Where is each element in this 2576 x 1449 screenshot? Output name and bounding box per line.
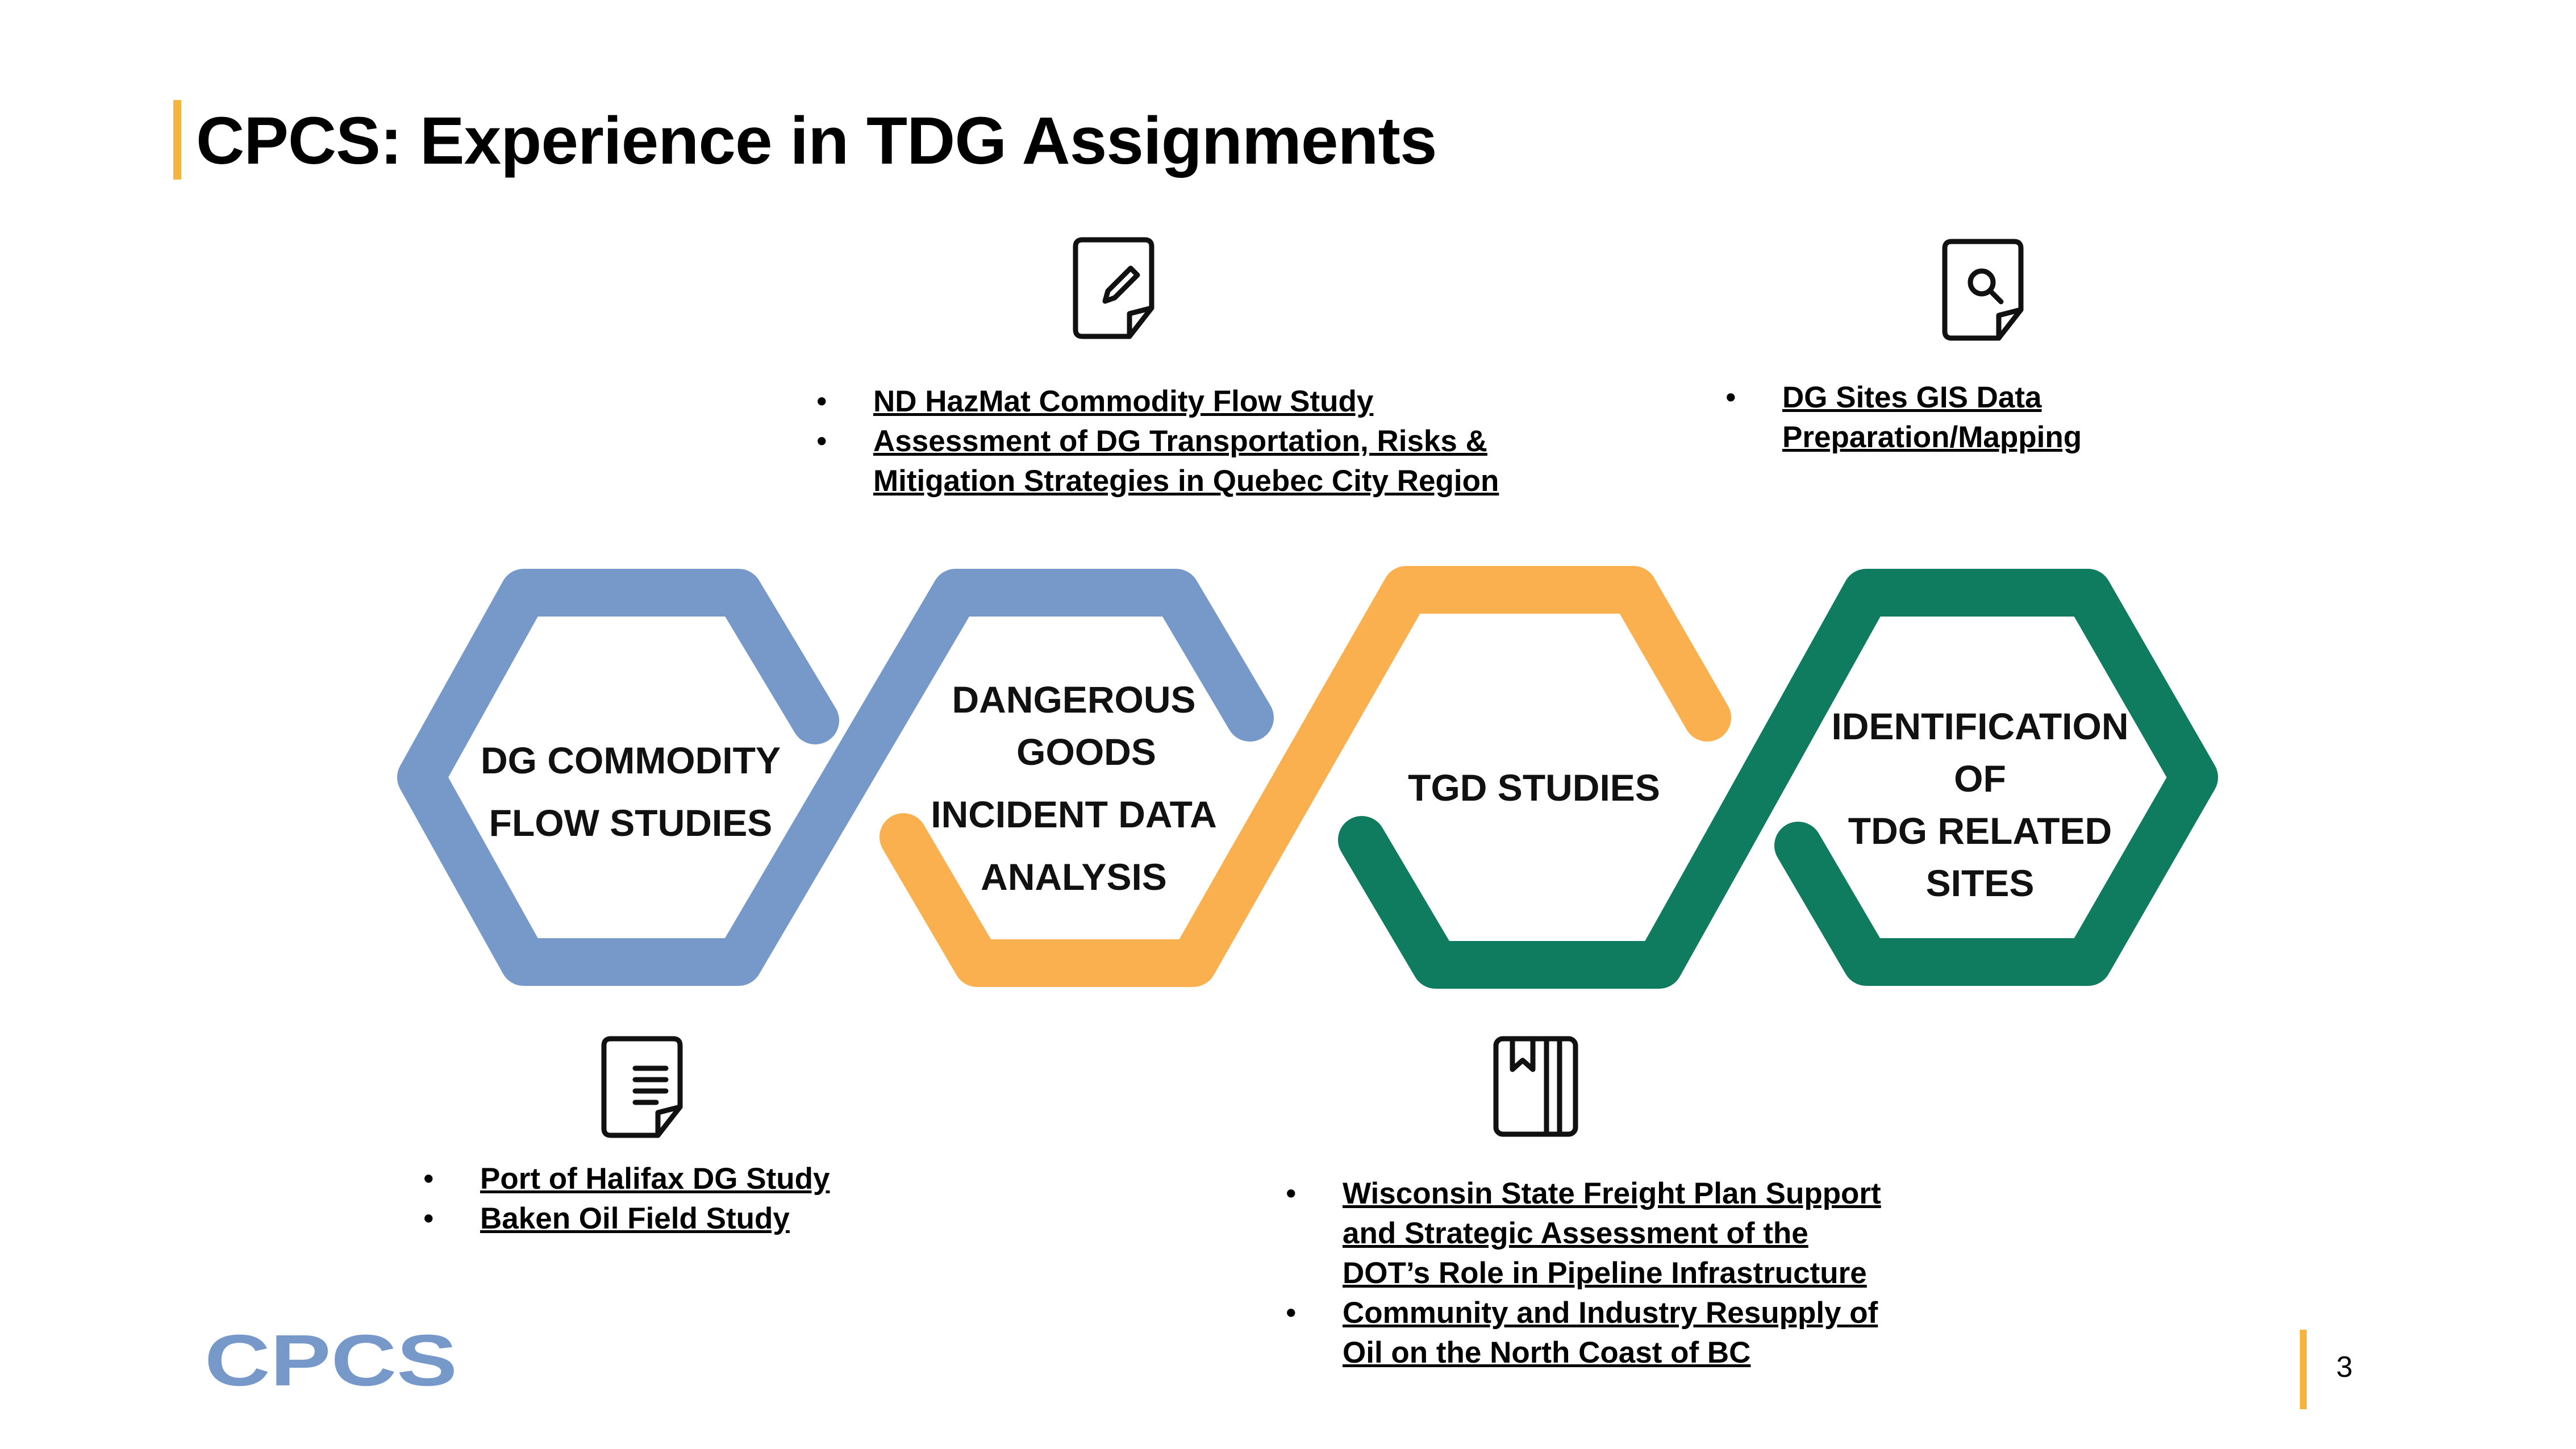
title-accent-bar <box>173 100 181 180</box>
hexagon-label-line: ANALYSIS <box>981 856 1167 898</box>
project-link[interactable]: Preparation/Mapping <box>1782 420 2082 454</box>
list-item: Wisconsin State Freight Plan Support and… <box>1286 1174 1881 1293</box>
list-item: Assessment of DG Transportation, Risks &… <box>816 422 1499 501</box>
hexagon-label-tgd-studies: TGD STUDIES <box>1335 761 1733 814</box>
hexagon-label-line: DANGEROUS <box>952 678 1196 721</box>
page-title: CPCS: Experience in TDG Assignments <box>196 103 1437 178</box>
list-item: ND HazMat Commodity Flow Study <box>816 382 1499 422</box>
list-item: Community and Industry Resupply of Oil o… <box>1286 1293 1881 1373</box>
hexagon-label-line: INCIDENT DATA <box>931 793 1217 835</box>
project-link[interactable]: Community and Industry Resupply of <box>1343 1296 1878 1330</box>
notes-dg-commodity-flow: Port of Halifax DG Study Baken Oil Field… <box>423 1159 830 1239</box>
hexagon-incident-data-bottom <box>879 813 1274 987</box>
project-link[interactable]: Assessment of DG Transportation, Risks & <box>873 424 1487 458</box>
notebook-icon <box>1493 1036 1578 1137</box>
hexagon-label-line: TDG RELATED <box>1848 810 2112 852</box>
project-link[interactable]: ND HazMat Commodity Flow Study <box>873 385 1374 418</box>
page-number-accent-bar <box>2300 1330 2307 1409</box>
page-number: 3 <box>2336 1351 2353 1384</box>
hexagon-label-line: SITES <box>1925 862 2035 904</box>
hexagon-label-identification-sites: IDENTIFICATION OF TDG RELATED SITES <box>1787 700 2173 909</box>
notes-tgd-studies: Wisconsin State Freight Plan Support and… <box>1286 1174 1881 1373</box>
project-link[interactable]: Port of Halifax DG Study <box>480 1162 830 1196</box>
document-pencil-icon <box>1073 237 1154 339</box>
hexagon-label-line: IDENTIFICATION <box>1831 705 2129 747</box>
hexagon-label-line: GOODS <box>1016 731 1156 773</box>
project-link[interactable]: Mitigation Strategies in Quebec City Reg… <box>873 464 1499 498</box>
project-link[interactable]: Wisconsin State Freight Plan Support <box>1343 1177 1881 1210</box>
hexagon-label-dg-commodity-flow: DG COMMODITY FLOW STUDIES <box>440 734 821 849</box>
list-item: Baken Oil Field Study <box>423 1199 830 1239</box>
hexagon-tgd-studies-top <box>1226 566 1731 887</box>
logo-text: CPCS <box>205 1330 457 1392</box>
project-link[interactable]: Oil on the North Coast of BC <box>1343 1336 1751 1369</box>
hexagon-label-line: FLOW STUDIES <box>489 802 773 844</box>
cpcs-logo: CPCS <box>205 1330 457 1392</box>
document-lines-icon <box>601 1036 683 1138</box>
project-link[interactable]: and Strategic Assessment of the <box>1343 1217 1808 1250</box>
hexagon-label-line: DG COMMODITY <box>481 739 781 781</box>
hexagon-label-incident-data: DANGEROUS GOODS INCIDENT DATA ANALYSIS <box>886 673 1261 903</box>
notes-identification-sites: DG Sites GIS Data Preparation/Mapping <box>1725 378 2082 457</box>
hexagon-incident-data-top <box>791 569 1274 855</box>
hexagon-identification-sites <box>1705 569 2218 986</box>
hexagon-tgd-studies-bottom <box>1338 816 1753 989</box>
project-link[interactable]: Baken Oil Field Study <box>480 1202 790 1235</box>
notes-incident-data: ND HazMat Commodity Flow Study Assessmen… <box>816 382 1499 501</box>
project-link[interactable]: DG Sites GIS Data <box>1782 381 2042 414</box>
hexagon-dg-commodity-flow <box>397 569 839 986</box>
list-item: Port of Halifax DG Study <box>423 1159 830 1199</box>
list-item: DG Sites GIS Data Preparation/Mapping <box>1725 378 2082 457</box>
hexagon-label-line: OF <box>1954 757 2006 800</box>
project-link[interactable]: DOT’s Role in Pipeline Infrastructure <box>1343 1256 1867 1290</box>
hexagon-label-line: TGD STUDIES <box>1408 767 1660 809</box>
document-search-icon <box>1942 239 2024 341</box>
